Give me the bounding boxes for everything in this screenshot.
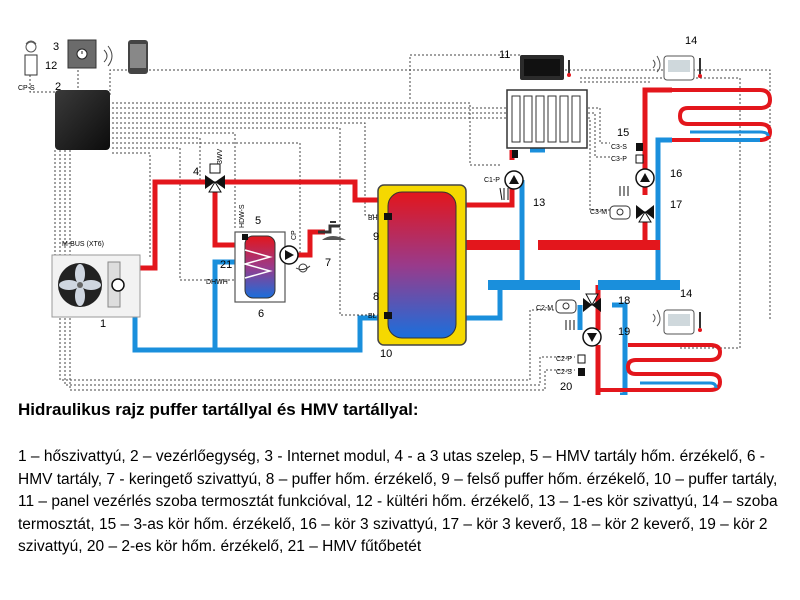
- label-12: 12: [45, 60, 57, 72]
- label-cp-s: CP-S: [18, 85, 35, 92]
- circuit-2-pump: [565, 320, 602, 347]
- sensor-bl: [384, 312, 392, 319]
- faucet-icon: [318, 221, 346, 240]
- floor-heating-circuit-3: [672, 88, 773, 142]
- label-5: 5: [255, 215, 261, 227]
- label-17: 17: [670, 199, 682, 211]
- label-7: 7: [325, 257, 331, 269]
- caption-title: Hidraulikus rajz puffer tartállyal és HM…: [18, 400, 419, 419]
- buffer-tank: [377, 184, 467, 346]
- sensor-c2s: [578, 368, 585, 376]
- room-thermostat-circuit-2: [652, 309, 702, 335]
- cold-header-left: [488, 280, 580, 290]
- radiator: [506, 89, 588, 149]
- label-11: 11: [499, 49, 510, 61]
- label-3: 3: [53, 41, 59, 53]
- label-hdw-s: HDW-S: [239, 204, 246, 228]
- label-16: 16: [670, 168, 682, 180]
- label-18: 18: [618, 295, 630, 307]
- label-c2-p: C2-P: [556, 356, 572, 363]
- label-c3-p: C3-P: [611, 156, 627, 163]
- label-3wv: 3WV: [217, 149, 224, 165]
- three-way-valve: [205, 163, 225, 193]
- label-dhwh: DHWH: [206, 279, 228, 286]
- internet-module: [67, 39, 97, 69]
- label-15: 15: [617, 127, 629, 139]
- dhw-coil: [242, 249, 273, 279]
- floor-heating-circuit-2: [600, 343, 723, 392]
- label-19: 19: [618, 326, 630, 338]
- legend-text: 1 – hőszivattyú, 2 – vezérlőegység, 3 - …: [18, 448, 778, 555]
- controller-unit: [55, 90, 110, 150]
- label-c3-m: C3-M: [590, 209, 607, 216]
- smartphone-icon: [128, 40, 148, 74]
- label-c2-s: C2-S: [556, 369, 572, 376]
- label-10: 10: [380, 348, 392, 360]
- label-c3-s: C3-S: [611, 144, 627, 151]
- label-bl: BL: [368, 313, 377, 320]
- wifi-icon: [103, 45, 113, 67]
- label-21: 21: [220, 259, 232, 271]
- dhw-tank: [234, 231, 286, 303]
- hot-header-left: [465, 240, 520, 250]
- label-bh: BH: [368, 215, 378, 222]
- circuit-2-mixing-valve: [555, 293, 601, 314]
- outdoor-sensor: [24, 40, 38, 76]
- sensor-bh: [384, 213, 392, 220]
- cold-header-right: [598, 280, 680, 290]
- label-20: 20: [560, 381, 572, 393]
- heat-pump-unit: [51, 254, 141, 318]
- circuit-3-mixing-valve: [609, 205, 654, 223]
- label-8: 8: [373, 291, 379, 303]
- label-13: 13: [533, 197, 545, 209]
- label-4: 4: [193, 166, 199, 178]
- sensor-c3p: [635, 154, 644, 164]
- label-14-top: 14: [685, 35, 697, 47]
- panel-controller: [520, 55, 571, 80]
- dhw-circulation-pump: [279, 245, 311, 273]
- label-6: 6: [258, 308, 264, 320]
- sensor-c3s: [636, 143, 643, 151]
- label-cp: CP: [291, 230, 298, 240]
- sensor-c2p: [577, 354, 586, 364]
- label-1: 1: [100, 318, 106, 330]
- label-c1-p: C1-P: [484, 177, 500, 184]
- label-2: 2: [55, 81, 61, 93]
- circuit-3-pump: [619, 168, 655, 196]
- label-14-bottom: 14: [680, 288, 692, 300]
- hydraulic-diagram: 1 2 3 4 5 6 7 8 9 10 11 12 13 14 14 15 1…: [18, 35, 773, 395]
- label-mbus: M-BUS (XT6): [62, 241, 104, 248]
- label-9: 9: [373, 231, 379, 243]
- circuit-1-pump: [499, 170, 524, 201]
- sensor-hdw: [242, 234, 248, 240]
- label-c2-m: C2-M: [536, 305, 553, 312]
- sensor-radiator: [512, 150, 518, 158]
- control-wiring: [29, 54, 771, 391]
- hot-header-right: [538, 240, 660, 250]
- room-thermostat-circuit-3: [652, 55, 702, 81]
